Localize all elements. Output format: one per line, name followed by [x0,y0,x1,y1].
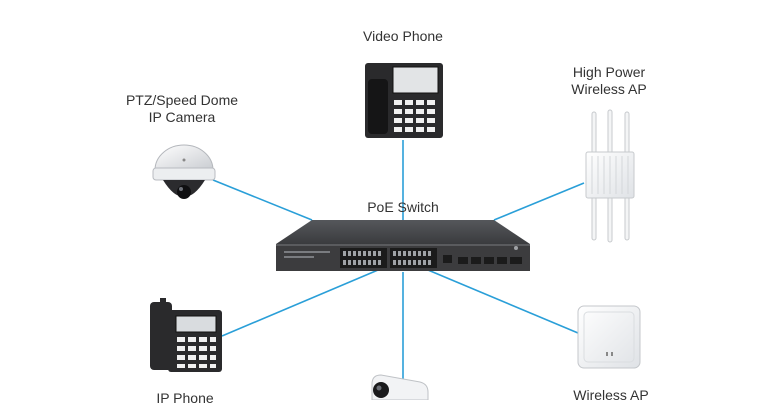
label-video-phone: Video Phone [343,28,463,45]
label-poe-switch-text: PoE Switch [367,199,439,215]
label-high-power-ap-line1: High Power [572,64,646,80]
label-wireless-ap: Wireless AP [556,387,666,404]
link-ptz-camera [212,179,313,221]
connection-lines [212,140,585,380]
dome-camera-icon [152,144,216,199]
label-ptz-camera: PTZ/Speed Dome IP Camera [112,92,252,126]
high-power-ap-icon [585,109,635,243]
link-wireless-ap [427,269,579,334]
bullet-camera-icon [371,374,429,400]
poe-switch-icon [276,220,530,271]
label-wireless-ap-text: Wireless AP [573,387,649,403]
label-high-power-ap: High Power Wireless AP [554,64,664,98]
label-poe-switch: PoE Switch [343,199,463,216]
video-phone-icon [365,63,443,138]
ip-phone-icon [150,298,222,372]
wireless-ap-icon [577,305,641,369]
label-ptz-camera-line2: IP Camera [148,109,216,125]
label-video-phone-text: Video Phone [363,28,443,44]
link-high-power-ap [493,182,585,221]
label-ip-phone: IP Phone [130,390,240,407]
label-high-power-ap-line2: Wireless AP [571,81,647,97]
label-ptz-camera-line1: PTZ/Speed Dome [125,92,239,108]
link-ip-phone [221,269,379,337]
label-ip-phone-text: IP Phone [156,390,214,406]
